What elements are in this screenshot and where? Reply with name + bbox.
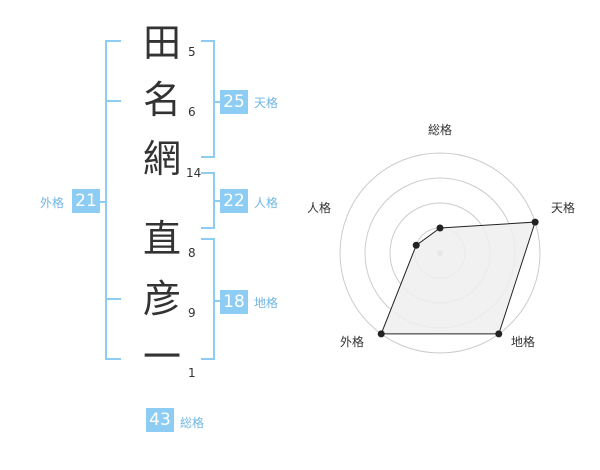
soukaku-label: 総格 xyxy=(180,416,205,430)
name-char-5: 彦 xyxy=(142,277,181,321)
radar-grid-ring xyxy=(339,152,541,354)
name-char-2: 名 xyxy=(142,78,181,122)
radar-point-0 xyxy=(436,224,444,232)
stroke-count-2: 6 xyxy=(188,105,196,119)
stroke-count-1: 5 xyxy=(188,45,196,59)
radar-label-jinkaku: 人格 xyxy=(307,201,332,215)
stroke-count-6: 1 xyxy=(188,366,196,380)
name-char-6: 一 xyxy=(142,335,181,379)
stroke-count-3: 14 xyxy=(186,166,202,180)
tenkaku-label: 天格 xyxy=(254,96,279,110)
radar-label-tenkaku: 天格 xyxy=(551,201,576,215)
gaikaku-value: 21 xyxy=(72,189,100,213)
radar-point-2 xyxy=(495,330,503,338)
jinkaku-label: 人格 xyxy=(254,196,279,210)
name-char-3: 網 xyxy=(142,137,181,181)
jinkaku-value: 22 xyxy=(220,189,248,213)
name-char-4: 直 xyxy=(142,217,181,261)
radar-label-soukaku: 総格 xyxy=(428,123,453,137)
radar-point-3 xyxy=(377,330,385,338)
chikaku-label: 地格 xyxy=(254,296,279,310)
radar-label-chikaku: 地格 xyxy=(511,335,536,349)
radar-label-gaikaku: 外格 xyxy=(340,335,365,349)
tenkaku-value: 25 xyxy=(220,90,248,114)
soukaku-value: 43 xyxy=(146,408,174,432)
stroke-count-5: 9 xyxy=(188,306,196,320)
stroke-count-4: 8 xyxy=(188,246,196,260)
radar-points xyxy=(377,218,539,338)
chikaku-value: 18 xyxy=(220,290,248,314)
radar-point-1 xyxy=(531,218,539,226)
radar-point-4 xyxy=(412,241,420,249)
gaikaku-label: 外格 xyxy=(40,196,65,210)
radar-area xyxy=(380,221,536,335)
name-char-1: 田 xyxy=(142,21,181,65)
